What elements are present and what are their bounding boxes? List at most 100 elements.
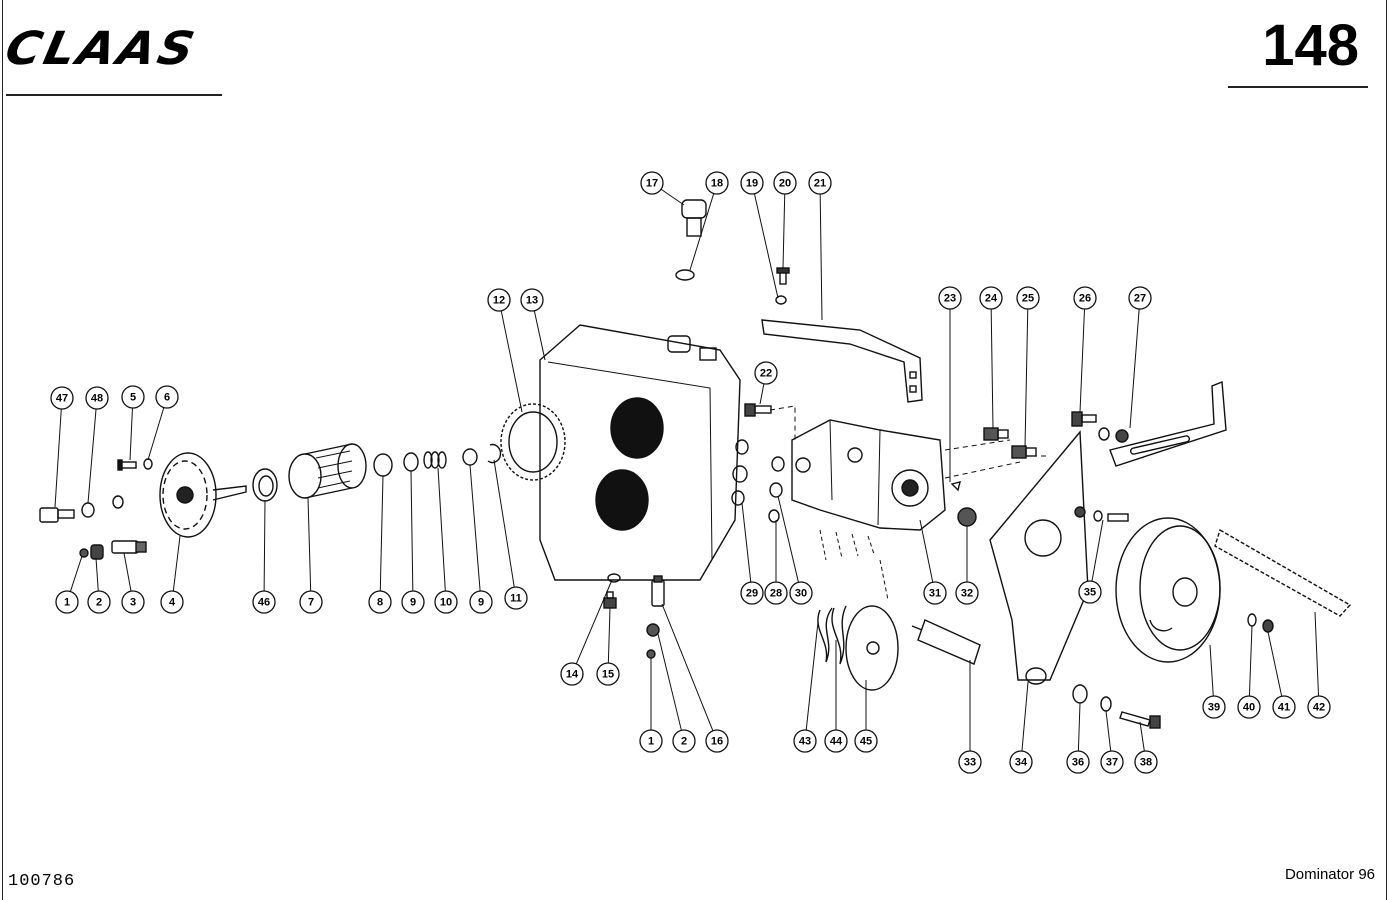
part-pump-31 [791, 419, 946, 531]
callout-circle [155, 385, 179, 409]
callout-6: 6 [155, 385, 179, 409]
callout-36: 36 [1066, 750, 1090, 774]
part-oring-29a [735, 439, 749, 455]
callout-29: 29 [740, 581, 764, 605]
callout-label: 25 [1022, 293, 1034, 305]
callout-label: 1 [64, 597, 70, 609]
callout-label: 8 [377, 597, 383, 609]
part-bolt-22 [744, 403, 772, 417]
callout-circle [705, 729, 729, 753]
part-bracket-21 [761, 319, 923, 403]
leader-line [500, 310, 523, 413]
callout-label: 35 [1084, 587, 1096, 599]
callout-circle [640, 171, 664, 195]
leader-line [782, 193, 786, 269]
leader-line [990, 308, 994, 429]
part-drawings [39, 199, 1352, 729]
callout-circle [87, 590, 111, 614]
callout-label: 42 [1313, 702, 1325, 714]
part-fitting-16 [651, 575, 665, 607]
part-oring-28a [771, 456, 785, 472]
leader-line [307, 497, 312, 592]
leader-line [741, 502, 752, 583]
callout-3: 3 [121, 590, 145, 614]
callout-23: 23 [938, 286, 962, 310]
part-bracket-27 [1109, 380, 1227, 467]
callout-circle [1066, 750, 1090, 774]
leader-line [263, 499, 266, 592]
callout-label: 3 [130, 597, 136, 609]
callout-label: 39 [1208, 702, 1220, 714]
part-oring-29b [732, 465, 748, 483]
callout-circle [55, 590, 79, 614]
part-screw-5 [117, 459, 137, 471]
callout-label: 10 [440, 597, 452, 609]
page-border-left [2, 0, 3, 900]
part-pulley-39 [1115, 517, 1221, 663]
leader-line [1267, 631, 1283, 697]
callout-45: 45 [854, 729, 878, 753]
part-belt-42 [1214, 528, 1352, 617]
part-bolt-47 [39, 507, 75, 523]
callout-41: 41 [1272, 695, 1296, 719]
part-ring-9 [403, 452, 419, 472]
callout-circle [955, 581, 979, 605]
callout-label: 13 [526, 295, 538, 307]
leader-line [1079, 308, 1086, 413]
leader-line [493, 459, 515, 588]
callout-34: 34 [1009, 750, 1033, 774]
callout-label: 34 [1015, 757, 1028, 769]
callout-44: 44 [824, 729, 848, 753]
callout-19: 19 [740, 171, 764, 195]
part-cap-17 [681, 199, 707, 237]
callout-circle [368, 590, 392, 614]
callout-circle [740, 171, 764, 195]
callout-22: 22 [754, 361, 778, 385]
part-fitting-25 [1011, 445, 1037, 459]
document-number: 100786 [8, 872, 76, 891]
part-washer-48b [112, 495, 124, 509]
page-number-underline [1228, 86, 1368, 88]
part-gasket-12 [500, 403, 566, 481]
callout-16: 16 [705, 729, 729, 753]
callout-label: 11 [510, 593, 522, 605]
callout-label: 30 [795, 588, 807, 600]
callout-21: 21 [808, 171, 832, 195]
callout-label: 17 [646, 178, 658, 190]
part-nut-1 [79, 548, 89, 558]
callout-39: 39 [1202, 695, 1226, 719]
leader-line [1129, 308, 1140, 429]
callout-circle [1009, 750, 1033, 774]
callout-2: 2 [87, 590, 111, 614]
callout-label: 6 [164, 392, 170, 404]
callout-circle [121, 590, 145, 614]
callout-label: 44 [830, 736, 843, 748]
leader-line [1248, 625, 1253, 697]
callout-5: 5 [121, 385, 145, 409]
callout-label: 12 [493, 295, 505, 307]
callout-label: 16 [711, 736, 723, 748]
callout-2: 2 [672, 729, 696, 753]
callout-circle [958, 750, 982, 774]
callout-label: 4 [169, 597, 176, 609]
callout-circle [854, 729, 878, 753]
leader-line [689, 193, 715, 271]
callout-circle [1272, 695, 1296, 719]
callout-38: 38 [1134, 750, 1158, 774]
part-key-23 [950, 481, 961, 492]
part-seal-32 [957, 507, 977, 527]
part-coupling-44 [831, 605, 847, 665]
callout-label: 36 [1072, 757, 1084, 769]
leader-line [1021, 681, 1029, 752]
callout-circle [1100, 750, 1124, 774]
part-washer-40 [1247, 613, 1257, 627]
callout-circle [1307, 695, 1331, 719]
leader-line [805, 621, 819, 731]
callout-label: 41 [1278, 702, 1290, 714]
part-spring-10 [423, 451, 447, 469]
callout-circle [639, 729, 663, 753]
callout-circle [469, 590, 493, 614]
leader-line [379, 475, 384, 592]
leader-line [469, 464, 481, 592]
